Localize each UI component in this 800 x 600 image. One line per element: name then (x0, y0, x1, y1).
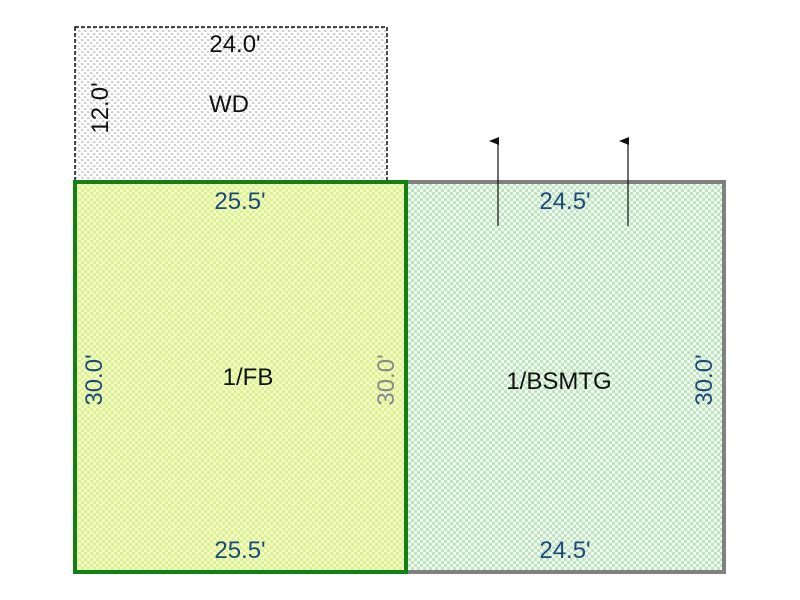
area-bsmtg[interactable]: 24.5' 24.5' 1/BSMTG 30.0' (404, 180, 726, 574)
bsmtg-dim-top: 24.5' (539, 188, 590, 215)
bsmtg-dim-right: 30.0' (691, 354, 718, 405)
fb-dim-top: 25.5' (214, 188, 265, 215)
wd-outline[interactable] (74, 26, 388, 183)
fb-outline[interactable] (73, 180, 408, 574)
wd-dim-top: 24.0' (209, 31, 260, 58)
area-wd[interactable]: 24.0' WD 12.0' (74, 26, 388, 183)
fb-dim-bottom: 25.5' (214, 537, 265, 564)
fb-label: 1/FB (223, 364, 274, 391)
fb-dim-left: 30.0' (81, 354, 108, 405)
bsmtg-outline[interactable] (404, 180, 726, 574)
wd-dim-left: 12.0' (87, 82, 114, 133)
bsmtg-dim-bottom: 24.5' (539, 537, 590, 564)
bsmtg-label: 1/BSMTG (506, 368, 611, 395)
area-fb[interactable]: 25.5' 25.5' 1/FB 30.0' 30.0' (73, 180, 408, 574)
fb-dim-right: 30.0' (373, 354, 400, 405)
wd-label: WD (209, 91, 249, 118)
